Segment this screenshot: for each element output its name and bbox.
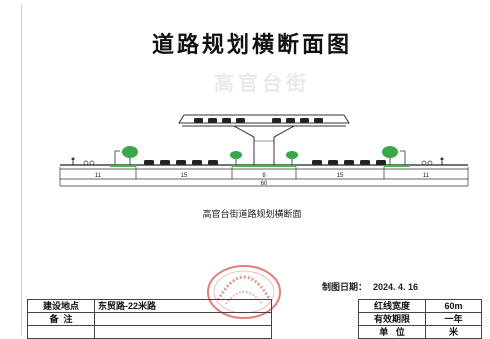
validity-value: 一年 bbox=[425, 312, 482, 326]
car-icon bbox=[222, 118, 231, 123]
car-icon bbox=[344, 160, 354, 165]
pedestrian-icon bbox=[421, 157, 444, 166]
segment-label: 15 bbox=[337, 173, 344, 179]
car-icon bbox=[208, 118, 217, 123]
dimension-lines bbox=[59, 167, 469, 187]
remarks-label: 备 注 bbox=[27, 312, 95, 326]
car-icon bbox=[328, 160, 338, 165]
segment-label: 11 bbox=[95, 173, 102, 179]
segment-label: 15 bbox=[181, 173, 188, 179]
tree-icon bbox=[122, 146, 138, 165]
total-width-label: 60 bbox=[261, 181, 268, 187]
table-row: 单 位 米 bbox=[27, 325, 482, 339]
car-icon bbox=[300, 118, 309, 123]
tree-icon bbox=[382, 146, 398, 165]
redline-width-label: 红线宽度 bbox=[358, 299, 426, 313]
car-icon bbox=[236, 118, 245, 123]
validity-label: 有效期限 bbox=[358, 312, 426, 326]
car-icon bbox=[160, 160, 170, 165]
car-icon bbox=[360, 160, 370, 165]
table-row: 备 注 有效期限 一年 bbox=[27, 312, 482, 326]
car-icon bbox=[144, 160, 154, 165]
ground-traffic bbox=[144, 160, 386, 165]
empty-cell bbox=[94, 325, 272, 339]
green-strip bbox=[384, 165, 410, 167]
location-value: 东贸路-22米路 bbox=[94, 299, 272, 313]
info-table: 建设地点 东贸路-22米路 红线宽度 60m 备 注 有效期限 一年 单 位 米 bbox=[27, 299, 482, 339]
empty-cell bbox=[27, 325, 95, 339]
tree-icon bbox=[230, 151, 242, 165]
car-icon bbox=[192, 160, 202, 165]
car-icon bbox=[272, 118, 281, 123]
streetlight-icon bbox=[114, 150, 120, 165]
drawing-date: 制图日期： 2024. 4. 16 bbox=[322, 280, 418, 293]
car-icon bbox=[194, 118, 203, 123]
cross-section-drawing: 11 15 8 15 11 60 bbox=[59, 114, 469, 187]
segment-label: 11 bbox=[423, 173, 430, 179]
green-strip bbox=[110, 165, 136, 167]
date-value: 2024. 4. 16 bbox=[373, 282, 419, 292]
car-icon bbox=[208, 160, 218, 165]
car-icon bbox=[286, 118, 295, 123]
streetlight-icon bbox=[400, 150, 406, 165]
unit-value: 米 bbox=[425, 325, 482, 339]
tree-icon bbox=[286, 151, 298, 165]
table-row: 建设地点 东贸路-22米路 红线宽度 60m bbox=[27, 299, 482, 313]
document-title: 道路规划横断面图 bbox=[151, 32, 352, 57]
elevated-deck bbox=[178, 114, 350, 166]
car-icon bbox=[312, 160, 322, 165]
unit-label: 单 位 bbox=[358, 325, 426, 339]
green-strip bbox=[232, 165, 296, 167]
car-icon bbox=[376, 160, 386, 165]
location-label: 建设地点 bbox=[27, 299, 95, 313]
car-icon bbox=[314, 118, 323, 123]
watermark-text: 高官台街 bbox=[214, 73, 310, 95]
drawing-caption: 高官台街道路规划横断面 bbox=[202, 209, 302, 219]
remarks-value bbox=[94, 312, 272, 326]
car-icon bbox=[176, 160, 186, 165]
segment-label: 8 bbox=[262, 173, 266, 179]
redline-width-value: 60m bbox=[425, 299, 482, 313]
document-page: 道路规划横断面图 高官台街 bbox=[21, 5, 482, 339]
date-label: 制图日期： bbox=[322, 282, 368, 292]
pedestrian-icon bbox=[71, 157, 95, 166]
